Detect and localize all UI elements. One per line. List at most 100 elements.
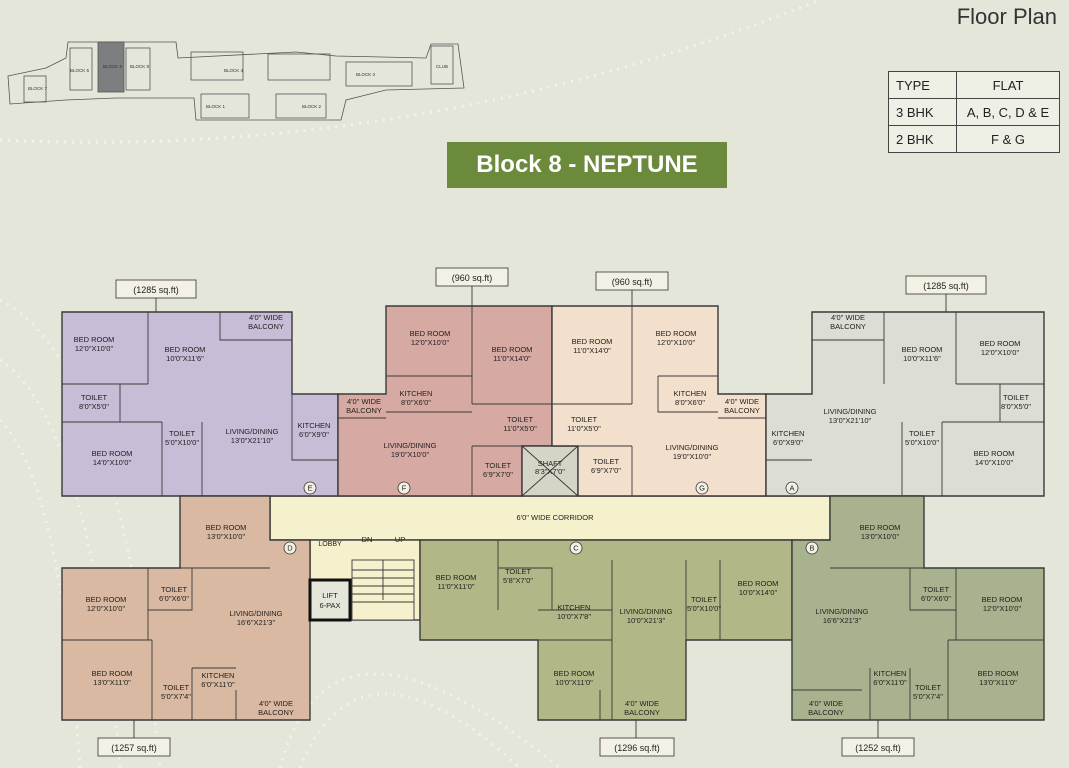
table-cell: F & G bbox=[956, 125, 1060, 153]
room-dimensions: 5'0"X10'0" bbox=[905, 438, 939, 447]
area-label: (1257 sq.ft) bbox=[111, 743, 157, 753]
room-dimensions: 6'0"X11'0" bbox=[873, 678, 907, 687]
room-name: LIVING/DINING bbox=[666, 443, 719, 452]
room-name: KITCHEN bbox=[202, 671, 235, 680]
room-name: BED ROOM bbox=[902, 345, 943, 354]
room-dimensions: 13'0"X11'0" bbox=[93, 678, 131, 687]
room-name: 4'0" WIDE bbox=[831, 313, 865, 322]
room-name: 4'0" WIDE bbox=[259, 699, 293, 708]
room-name: TOILET bbox=[571, 415, 598, 424]
lift bbox=[308, 578, 352, 622]
room-name: TOILET bbox=[81, 393, 108, 402]
room-name: BED ROOM bbox=[978, 669, 1019, 678]
flat-e bbox=[61, 311, 339, 497]
room-dimensions: 6'0"X6'0" bbox=[159, 594, 189, 603]
room-name: BED ROOM bbox=[982, 595, 1023, 604]
room-dimensions: 8'0"X6'0" bbox=[401, 398, 431, 407]
area-label: (1252 sq.ft) bbox=[855, 743, 901, 753]
room-dimensions: 10'0"X21'3" bbox=[627, 616, 666, 625]
flat-id: B bbox=[809, 544, 814, 553]
room-dimensions: 12'0"X10'0" bbox=[983, 604, 1022, 613]
site-label: BLOCK 7 bbox=[28, 86, 48, 91]
room-name: LIVING/DINING bbox=[824, 407, 877, 416]
room-name: TOILET bbox=[163, 683, 190, 692]
room-dimensions: 5'0"X7'4" bbox=[161, 692, 191, 701]
flat-c bbox=[419, 539, 793, 721]
room-dimensions: 13'0"X21'10" bbox=[829, 416, 872, 425]
room-name: 4'0" WIDE bbox=[725, 397, 759, 406]
site-label: BLOCK 8 bbox=[103, 64, 123, 69]
corridor-label: 6'0" WIDE CORRIDOR bbox=[516, 513, 594, 522]
room-name: BED ROOM bbox=[92, 449, 133, 458]
room-name: KITCHEN bbox=[674, 389, 707, 398]
flat-b bbox=[791, 495, 1045, 721]
room-dimensions: BALCONY bbox=[624, 708, 660, 717]
room-name: BED ROOM bbox=[860, 523, 901, 532]
room-dimensions: 12'0"X10'0" bbox=[411, 338, 450, 347]
room-dimensions: BALCONY bbox=[346, 406, 382, 415]
room-name: 4'0" WIDE bbox=[347, 397, 381, 406]
room-dimensions: 8'0"X5'0" bbox=[1001, 402, 1031, 411]
area-label: (1296 sq.ft) bbox=[614, 743, 660, 753]
site-label: BLOCK 4 bbox=[224, 68, 244, 73]
room-name: TOILET bbox=[593, 457, 620, 466]
room-dimensions: 11'0"X5'0" bbox=[503, 424, 537, 433]
room-name: KITCHEN bbox=[400, 389, 433, 398]
stairs-up-label: UP bbox=[395, 535, 405, 544]
block-title-banner: Block 8 - NEPTUNE bbox=[447, 142, 727, 188]
room-name: BED ROOM bbox=[74, 335, 115, 344]
page-title: Floor Plan bbox=[956, 4, 1057, 29]
room-name: TOILET bbox=[909, 429, 936, 438]
room-name: LIVING/DINING bbox=[620, 607, 673, 616]
room-name: BED ROOM bbox=[410, 329, 451, 338]
flat-type-table: TYPE FLAT 3 BHK A, B, C, D & E 2 BHK F &… bbox=[888, 71, 1060, 153]
flat-markers: E F G A D C B bbox=[283, 481, 819, 555]
room-dimensions: 8'0"X5'0" bbox=[79, 402, 109, 411]
room-dimensions: 13'0"X10'0" bbox=[207, 532, 246, 541]
room-dimensions: 10'0"X11'0" bbox=[555, 678, 593, 687]
room-name: BED ROOM bbox=[206, 523, 247, 532]
room-dimensions: 14'0"X10'0" bbox=[93, 458, 132, 467]
room-dimensions: 14'0"X10'0" bbox=[975, 458, 1014, 467]
flat-id: F bbox=[402, 484, 407, 493]
lift-capacity: 6-PAX bbox=[319, 601, 340, 610]
room-name: TOILET bbox=[485, 461, 512, 470]
room-dimensions: 11'0"X14'0" bbox=[573, 346, 611, 355]
room-name: BED ROOM bbox=[86, 595, 127, 604]
room-dimensions: 16'6"X21'3" bbox=[823, 616, 862, 625]
room-name: LIVING/DINING bbox=[230, 609, 283, 618]
room-dimensions: 16'6"X21'3" bbox=[237, 618, 276, 627]
room-name: TOILET bbox=[507, 415, 534, 424]
flat-id: E bbox=[307, 484, 312, 493]
room-name: 4'0" WIDE bbox=[249, 313, 283, 322]
area-label: (1285 sq.ft) bbox=[923, 281, 969, 291]
table-row: 2 BHK F & G bbox=[888, 125, 1060, 153]
staircase bbox=[351, 559, 415, 621]
room-name: BED ROOM bbox=[572, 337, 613, 346]
room-dimensions: 10'0"X7'8" bbox=[557, 612, 591, 621]
room-name: TOILET bbox=[1003, 393, 1030, 402]
